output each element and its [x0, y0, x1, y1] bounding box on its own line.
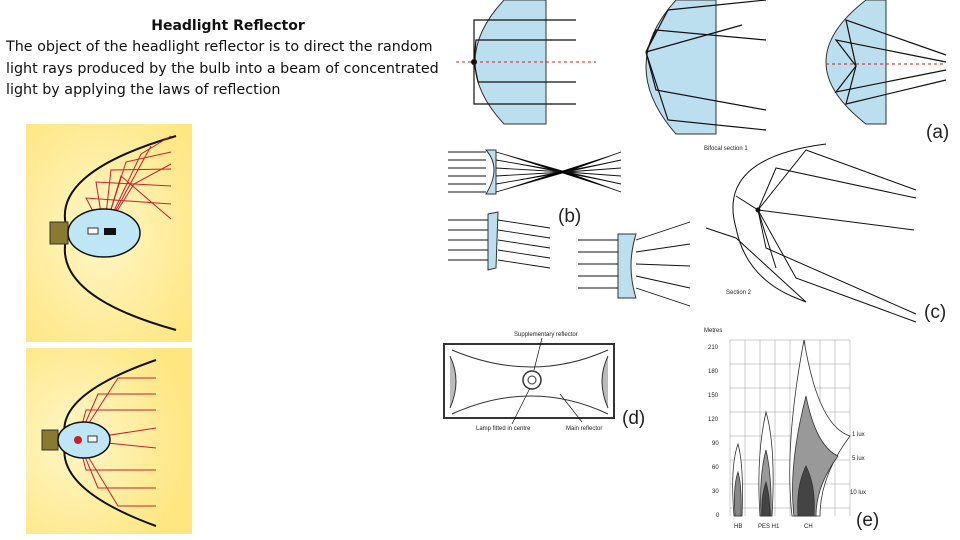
- figure-e-label: (e): [856, 510, 879, 531]
- figure-c: Bifocal section 1 Section 2 (c): [704, 143, 946, 323]
- reflector-parabolic: [456, 0, 596, 125]
- y-ticks: 210 180 150 120 90 60 30 0: [708, 345, 720, 519]
- main-reflector-right: [601, 355, 609, 409]
- lux-10: 10 lux: [850, 490, 866, 496]
- slide-title: Headlight Reflector: [151, 18, 305, 34]
- figure-d-supplementary-label: Supplementary reflector: [514, 332, 578, 338]
- figure-d-lamp-label: Lamp fitted in centre: [476, 426, 531, 432]
- category-pes-h1: PES H1: [758, 524, 780, 530]
- figure-e: Metres 210 180 150 120 90 60 30 0: [704, 328, 879, 531]
- figure-d: Supplementary reflector Lamp fitted in c…: [443, 332, 645, 432]
- x-categories: HB PES H1 CH: [734, 524, 813, 530]
- tick-90: 90: [712, 441, 719, 447]
- reflector-defocused-backward: [825, 0, 947, 125]
- category-hb: HB: [734, 524, 742, 530]
- reflector-illustration-focused: [26, 124, 192, 342]
- reflector-illustration-parallel: [26, 348, 192, 534]
- slide-body: The object of the headlight reflector is…: [6, 39, 439, 98]
- figure-d-label: (d): [622, 408, 645, 429]
- figure-c-label: (c): [924, 302, 946, 323]
- tick-60: 60: [712, 465, 719, 471]
- tick-0: 0: [716, 513, 720, 519]
- figure-b: (b): [448, 149, 691, 307]
- tick-180: 180: [708, 369, 719, 375]
- figure-d-main-label: Main reflector: [566, 426, 602, 432]
- lux-5: 5 lux: [852, 456, 865, 462]
- category-ch: CH: [804, 524, 813, 530]
- lens-prism: [448, 211, 551, 271]
- lux-labels: 1 lux 5 lux 10 lux: [850, 432, 866, 496]
- lens-diverging: [578, 221, 691, 307]
- figure-a: (a): [456, 0, 949, 143]
- figure-c-section2-label: Section 2: [726, 290, 752, 296]
- lens-converging: [448, 149, 622, 195]
- reflector-outline: [451, 349, 609, 415]
- tick-150: 150: [708, 393, 719, 399]
- figure-d-frame: [443, 343, 615, 419]
- tick-30: 30: [712, 489, 719, 495]
- figure-e-yaxis-title: Metres: [704, 328, 722, 334]
- figure-a-label: (a): [926, 122, 949, 143]
- focal-point: [755, 207, 761, 213]
- beam-shapes: [732, 339, 851, 517]
- reflector-defocused-forward: [645, 0, 767, 135]
- lux-1: 1 lux: [852, 432, 865, 438]
- bulb-icon: [41, 421, 111, 459]
- figure-b-label: (b): [558, 206, 581, 227]
- lamp-icon: [522, 370, 542, 390]
- figure-c-section1-label: Bifocal section 1: [704, 146, 748, 152]
- tick-120: 120: [708, 417, 719, 423]
- bulb-icon: [49, 208, 141, 258]
- text-block: Headlight Reflector The object of the he…: [6, 18, 450, 102]
- tick-210: 210: [708, 345, 719, 351]
- main-reflector-left: [449, 355, 457, 409]
